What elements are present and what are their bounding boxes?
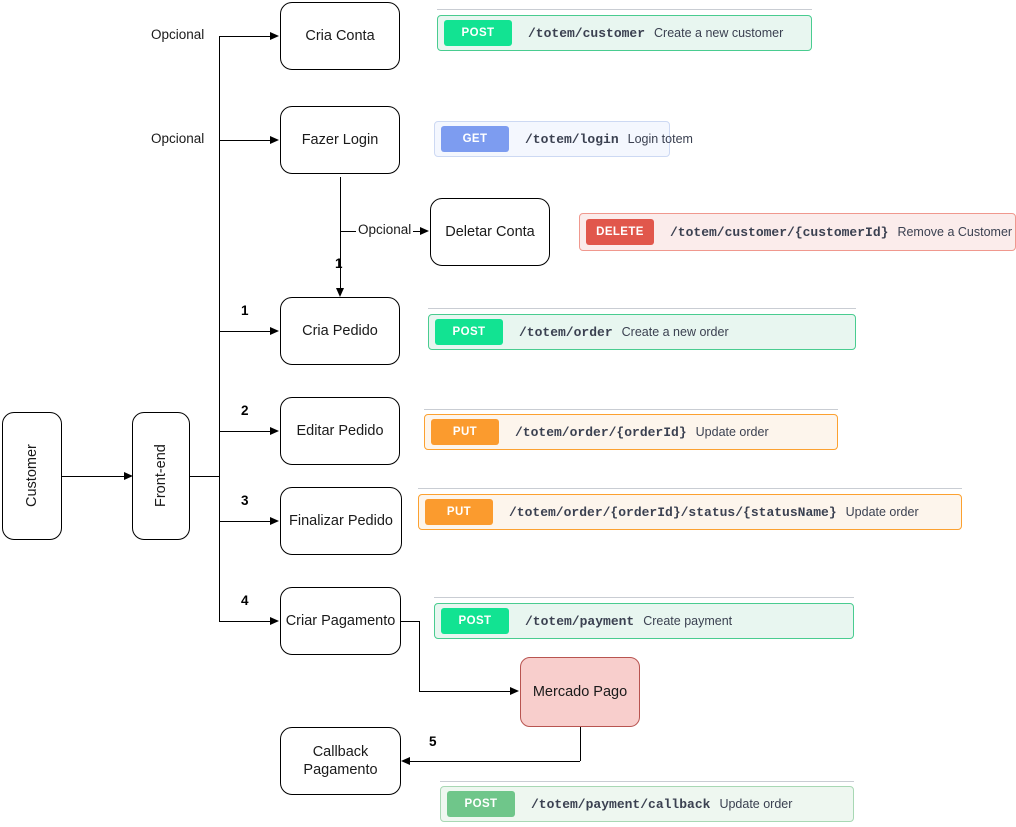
- edge-spine-to-cria-pedido: [219, 331, 271, 332]
- edge-label-opcional-deletar: Opcional: [356, 222, 414, 237]
- edge-spine-to-cria-conta: [219, 36, 271, 37]
- endpoint-divider-payment-callback: [440, 781, 854, 782]
- http-method-badge: PUT: [425, 499, 493, 525]
- endpoint-row-create-order[interactable]: POST /totem/order Create a new order: [428, 314, 856, 350]
- endpoint-divider-create-order: [428, 308, 856, 309]
- edge-login-down: [340, 177, 341, 288]
- spine-vertical: [219, 36, 220, 621]
- endpoint-description: Login totem: [627, 132, 693, 146]
- edge-label-opcional-login: Opcional: [149, 131, 207, 146]
- endpoint-path: /totem/order/{orderId}/status/{statusNam…: [509, 504, 837, 520]
- node-frontend[interactable]: Front-end: [132, 412, 190, 540]
- arrowhead-cria-pedido: [270, 326, 279, 335]
- endpoint-path: /totem/order: [519, 324, 613, 340]
- edge-mercadopago-down: [580, 727, 581, 761]
- arrowhead-frontend: [124, 471, 133, 480]
- edge-label-step-4: 4: [241, 593, 249, 608]
- endpoint-description: Create a new order: [621, 325, 729, 339]
- endpoint-description: Create a new customer: [654, 26, 784, 40]
- arrowhead-criar-pagamento: [270, 616, 279, 625]
- edge-pagamento-down: [419, 621, 420, 691]
- edge-spine-to-editar-pedido: [219, 431, 271, 432]
- endpoint-path: /totem/login: [525, 131, 619, 147]
- node-criar-pagamento[interactable]: Criar Pagamento: [280, 587, 401, 655]
- edge-spine-to-fazer-login: [219, 140, 271, 141]
- endpoint-description: Update order: [695, 425, 769, 439]
- edge-pagamento-right-stub: [400, 621, 419, 622]
- arrowhead-cria-pedido-top: [335, 288, 344, 297]
- endpoint-divider-create-payment: [434, 597, 854, 598]
- node-cria-pedido[interactable]: Cria Pedido: [280, 297, 400, 365]
- node-customer[interactable]: Customer: [2, 412, 62, 540]
- http-method-badge: POST: [444, 20, 512, 46]
- arrowhead-cria-conta: [270, 31, 279, 40]
- arrowhead-deletar-conta: [420, 226, 429, 235]
- http-method-badge: POST: [447, 791, 515, 817]
- endpoint-row-create-payment[interactable]: POST /totem/payment Create payment: [434, 603, 854, 639]
- edge-spine-to-criar-pagamento: [219, 621, 271, 622]
- arrowhead-fazer-login: [270, 135, 279, 144]
- edge-label-step-2: 2: [241, 403, 249, 418]
- endpoint-row-update-order-status[interactable]: PUT /totem/order/{orderId}/status/{statu…: [418, 494, 962, 530]
- edge-frontend-to-spine: [190, 476, 220, 477]
- endpoint-description: Remove a Customer by ID: [897, 225, 1016, 239]
- edge-spine-to-finalizar-pedido: [219, 521, 271, 522]
- http-method-badge: GET: [441, 126, 509, 152]
- node-callback-pagamento-line1: Callback: [312, 743, 369, 760]
- endpoint-divider-update-order-status: [418, 488, 962, 489]
- endpoint-description: Update order: [845, 505, 919, 519]
- node-callback-pagamento-line2: Pagamento: [303, 762, 378, 778]
- endpoint-divider-create-customer: [437, 9, 812, 10]
- arrowhead-editar-pedido: [270, 426, 279, 435]
- endpoint-row-update-order[interactable]: PUT /totem/order/{orderId} Update order: [424, 414, 838, 450]
- node-editar-pedido[interactable]: Editar Pedido: [280, 397, 400, 465]
- endpoint-description: Create payment: [643, 614, 733, 628]
- http-method-badge: POST: [441, 608, 509, 634]
- http-method-badge: DELETE: [586, 219, 654, 245]
- node-cria-conta[interactable]: Cria Conta: [280, 2, 400, 70]
- endpoint-path: /totem/customer: [528, 25, 646, 41]
- endpoint-path: /totem/payment: [525, 613, 635, 629]
- node-fazer-login[interactable]: Fazer Login: [280, 106, 400, 174]
- arrowhead-mercado-pago: [510, 686, 519, 695]
- edge-label-step-1: 1: [241, 303, 249, 318]
- edge-label-step-3: 3: [241, 493, 249, 508]
- node-callback-pagamento[interactable]: Callback Pagamento: [280, 727, 401, 795]
- edge-label-step-5: 5: [429, 734, 437, 749]
- endpoint-row-delete-customer[interactable]: DELETE /totem/customer/{customerId} Remo…: [579, 213, 1016, 251]
- node-deletar-conta[interactable]: Deletar Conta: [430, 198, 550, 266]
- endpoint-path: /totem/order/{orderId}: [515, 424, 687, 440]
- edge-label-step-1-top: 1: [335, 256, 343, 271]
- edge-customer-to-frontend: [62, 476, 125, 477]
- edge-pagamento-to-mercadopago: [419, 691, 511, 692]
- endpoint-description: Update order: [719, 797, 793, 811]
- http-method-badge: POST: [435, 319, 503, 345]
- edge-mercadopago-to-callback: [410, 761, 580, 762]
- node-mercado-pago[interactable]: Mercado Pago: [520, 657, 640, 727]
- node-finalizar-pedido[interactable]: Finalizar Pedido: [280, 487, 402, 555]
- endpoint-row-payment-callback[interactable]: POST /totem/payment/callback Update orde…: [440, 786, 854, 822]
- http-method-badge: PUT: [431, 419, 499, 445]
- edge-label-opcional-conta: Opcional: [149, 27, 207, 42]
- arrowhead-finalizar-pedido: [270, 516, 279, 525]
- endpoint-row-create-customer[interactable]: POST /totem/customer Create a new custom…: [437, 15, 812, 51]
- arrowhead-callback-pagamento: [401, 756, 410, 765]
- endpoint-path: /totem/payment/callback: [531, 796, 711, 812]
- endpoint-path: /totem/customer/{customerId}: [670, 224, 889, 240]
- endpoint-row-login[interactable]: GET /totem/login Login totem: [434, 121, 693, 157]
- endpoint-divider-update-order: [424, 409, 838, 410]
